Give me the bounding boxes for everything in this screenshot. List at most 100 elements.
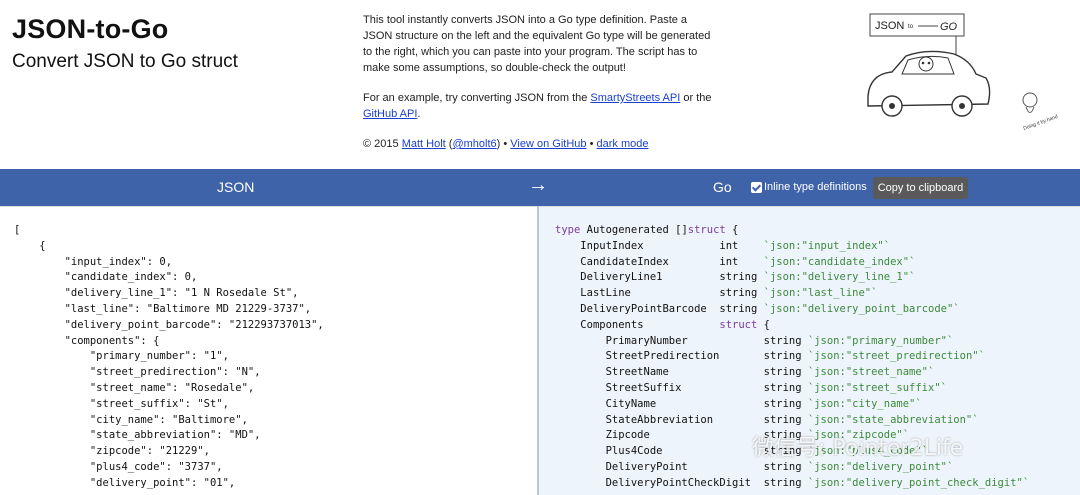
- go-field-name: DeliveryPointBarcode: [580, 302, 707, 315]
- go-field-tag: `json:"delivery_point_check_digit"`: [807, 476, 1030, 489]
- go-field-name: InputIndex: [580, 239, 644, 252]
- go-indent: [555, 256, 580, 268]
- go-indent: [555, 287, 580, 299]
- go-struct-keyword: struct: [719, 318, 758, 331]
- go-field-tag: `json:"street_suffix"`: [807, 381, 947, 394]
- go-field-name: CandidateIndex: [580, 255, 669, 268]
- twitter-link[interactable]: @mholt6: [452, 138, 497, 150]
- go-indent: [555, 398, 606, 410]
- go-field-type: string: [719, 287, 758, 300]
- car-body: [867, 50, 991, 107]
- go-indent: [555, 429, 606, 441]
- go-subfield-line: PrimaryNumber string `json:"primary_numb…: [555, 334, 1029, 350]
- json-line: "plus4_code": "3737",: [14, 460, 223, 473]
- json-line: [: [14, 224, 21, 236]
- json-line: "last_line": "Baltimore MD 21229-3737",: [14, 302, 312, 315]
- go-type-line: type Autogenerated []struct {: [555, 223, 1029, 239]
- go-indent: [555, 319, 580, 331]
- github-api-link[interactable]: GitHub API: [363, 108, 418, 120]
- go-pad: [669, 256, 720, 268]
- go-indent: [555, 335, 606, 347]
- go-pad: [644, 319, 720, 331]
- go-field-type: string: [719, 302, 758, 315]
- go-indent: [555, 445, 606, 457]
- go-field-tag: `json:"street_predirection"`: [807, 350, 985, 363]
- go-field-name: LastLine: [580, 287, 631, 300]
- go-field-type: string: [763, 350, 802, 363]
- example-suffix: .: [417, 108, 421, 120]
- json-line: "street_suffix": "St",: [14, 397, 229, 410]
- go-pad: [751, 477, 764, 489]
- json-input-pane[interactable]: [ { "input_index": 0, "candidate_index":…: [0, 206, 537, 495]
- go-field-name: StreetName: [605, 366, 669, 379]
- go-field-tag: `json:"input_index"`: [763, 239, 891, 252]
- json-line: {: [14, 239, 46, 252]
- go-field-tag: `json:"delivery_point"`: [807, 460, 954, 473]
- go-indent: [555, 382, 606, 394]
- go-field-tag: `json:"plus4_code"`: [807, 445, 929, 458]
- go-subfield-line: Zipcode string `json:"zipcode"`: [555, 428, 1029, 444]
- go-type-name: Autogenerated: [580, 224, 676, 236]
- page-header: JSON-to-Go Convert JSON to Go struct Thi…: [0, 0, 1080, 168]
- dark-mode-link[interactable]: dark mode: [596, 138, 649, 150]
- go-output-code[interactable]: type Autogenerated []struct { InputIndex…: [555, 223, 1029, 492]
- go-pad: [656, 398, 763, 410]
- go-indent: [555, 303, 580, 315]
- twitter-close: ) •: [496, 138, 511, 150]
- go-brace: {: [757, 318, 770, 331]
- link-separator: •: [586, 138, 597, 150]
- logo-box: [869, 13, 965, 37]
- json-line: "delivery_line_1": "1 N Rosedale St",: [14, 287, 299, 300]
- copy-to-clipboard-button[interactable]: Copy to clipboard: [873, 177, 968, 199]
- go-field-tag: `json:"delivery_point_barcode"`: [763, 302, 960, 315]
- go-field-tag: `json:"delivery_line_1"`: [763, 271, 916, 284]
- go-field-tag: `json:"city_name"`: [807, 397, 922, 410]
- go-field-name: StreetPredirection: [605, 350, 720, 363]
- go-field-type: string: [763, 476, 802, 489]
- go-field-name: StateAbbreviation: [605, 413, 714, 426]
- view-on-github-link[interactable]: View on GitHub: [510, 138, 587, 150]
- go-pad: [662, 271, 719, 283]
- json-line: "delivery_point": "01",: [14, 476, 236, 489]
- logo-go-text: GO: [940, 21, 958, 33]
- inline-types-checkbox[interactable]: [751, 182, 762, 193]
- inline-types-label[interactable]: Inline type definitions: [764, 181, 867, 193]
- toolbar: JSON → Go Inline type definitions Copy t…: [0, 169, 1080, 206]
- go-field-line: InputIndex int `json:"input_index"`: [555, 239, 1029, 255]
- go-subfield-line: StreetSuffix string `json:"street_suffix…: [555, 381, 1029, 397]
- description-text: This tool instantly converts JSON into a…: [363, 14, 711, 74]
- json-line: "candidate_index": 0,: [14, 271, 198, 284]
- logo-to-text: to: [908, 24, 914, 30]
- pane-divider[interactable]: [537, 206, 539, 495]
- page-subtitle: Convert JSON to Go struct: [12, 51, 238, 72]
- author-link[interactable]: Matt Holt: [401, 138, 446, 150]
- watermark-text: 微信号: Pointer2Life: [752, 436, 964, 461]
- smartystreets-link[interactable]: SmartyStreets API: [590, 92, 681, 104]
- go-field-type: string: [763, 445, 802, 458]
- description-block: This tool instantly converts JSON into a…: [363, 12, 718, 166]
- go-brackets: []: [675, 224, 688, 236]
- go-output-pane[interactable]: type Autogenerated []struct { InputIndex…: [539, 206, 1080, 495]
- go-indent: [555, 350, 606, 362]
- json-line: "components": {: [14, 334, 160, 347]
- go-field-name: Plus4Code: [605, 445, 663, 458]
- go-pad: [650, 429, 764, 441]
- go-field-name: DeliveryPointCheckDigit: [605, 476, 751, 489]
- go-field-name: Zipcode: [605, 429, 650, 442]
- go-pad: [644, 240, 720, 252]
- go-field-type: string: [763, 397, 802, 410]
- json-pane-label: JSON: [217, 179, 255, 195]
- json-input-textarea[interactable]: [ { "input_index": 0, "candidate_index":…: [14, 223, 324, 492]
- go-pad: [688, 461, 764, 473]
- go-keyword: type: [555, 224, 581, 236]
- go-field-line: DeliveryLine1 string `json:"delivery_lin…: [555, 270, 1029, 286]
- go-field-name: DeliveryLine1: [580, 271, 663, 284]
- go-pad: [669, 366, 764, 378]
- go-field-line: CandidateIndex int `json:"candidate_inde…: [555, 255, 1029, 271]
- go-indent: [555, 240, 580, 252]
- go-subfield-line: DeliveryPoint string `json:"delivery_poi…: [555, 460, 1029, 476]
- go-field-type: string: [719, 271, 758, 284]
- json-line: "street_name": "Rosedale",: [14, 381, 255, 394]
- go-subfield-line: StreetPredirection string `json:"street_…: [555, 349, 1029, 365]
- go-field-tag: `json:"last_line"`: [763, 287, 878, 300]
